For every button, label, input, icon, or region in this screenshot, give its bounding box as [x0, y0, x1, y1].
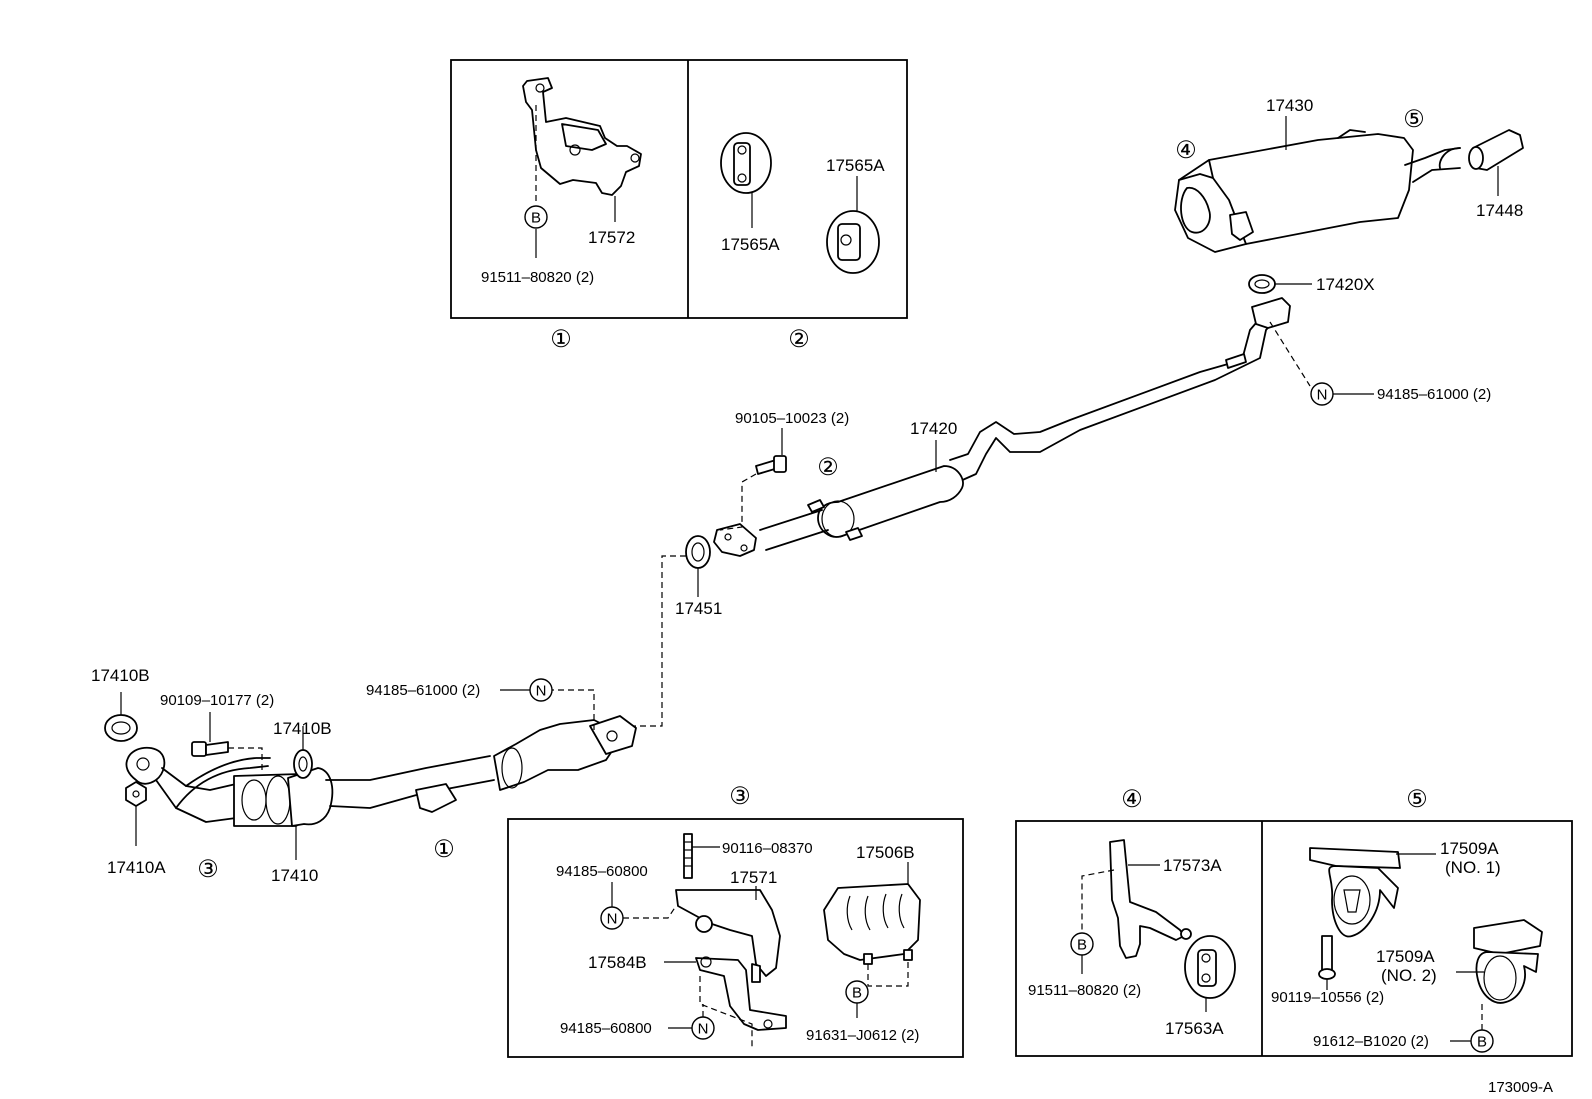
label-17410: 17410: [271, 866, 318, 885]
ref-4-muffler: ④: [1175, 137, 1197, 164]
diagram-code: 173009-A: [1488, 1079, 1553, 1096]
ref-1-box: ①: [550, 326, 572, 353]
heat-insulator-17506b-drawing: [823, 883, 921, 965]
label-90105-10023: 90105–10023 (2): [735, 410, 849, 427]
ref-5-muffler: ⑤: [1403, 106, 1425, 133]
label-17573a: 17573A: [1163, 856, 1222, 875]
ref-1-pipe: ①: [433, 836, 455, 863]
gasket-17420x-drawing: [1248, 274, 1276, 294]
bolt-90109-drawing: [191, 741, 229, 757]
leader-dash-94185-top: [623, 905, 677, 919]
label-17565a-right: 17565A: [826, 156, 885, 175]
label-17430: 17430: [1266, 96, 1313, 115]
leader-dash-n-front: [552, 689, 595, 730]
label-17420: 17420: [910, 419, 957, 438]
label-17509a-no2: 17509A: [1376, 947, 1435, 966]
leader-dash-b4: [1081, 869, 1115, 933]
inset-box-4-5: [1015, 820, 1573, 1057]
b-symbol-box4: B: [1070, 932, 1094, 956]
leader-dash-17584b: [699, 976, 753, 1050]
label-17509a-no1: 17509A: [1440, 839, 1499, 858]
gasket-17410b-b-drawing: [293, 749, 313, 779]
label-90119-10556: 90119–10556 (2): [1271, 989, 1384, 1006]
n-symbol-front: N: [529, 678, 553, 702]
label-17506b: 17506B: [856, 843, 915, 862]
ref-4-box: ④: [1121, 786, 1143, 813]
leader-dash-17506b: [867, 960, 909, 987]
label-17410b-b: 17410B: [273, 719, 332, 738]
bolt-90119-drawing: [1318, 935, 1336, 980]
n-symbol-text: N: [1317, 387, 1328, 404]
nut-17410a-drawing: [125, 781, 147, 807]
label-17565a-left: 17565A: [721, 235, 780, 254]
inset-box-1-2: [450, 59, 908, 319]
label-17410a: 17410A: [107, 858, 166, 877]
label-91511-80820-box1: 91511–80820 (2): [481, 269, 594, 286]
b-symbol-text: B: [852, 985, 862, 1002]
label-17420x: 17420X: [1316, 275, 1375, 294]
label-17572: 17572: [588, 228, 635, 247]
label-91631-j0612: 91631–J0612 (2): [806, 1027, 919, 1044]
front-pipe-17410-drawing: [125, 715, 637, 827]
label-91612-b1020: 91612–B1020 (2): [1313, 1033, 1429, 1050]
tail-tip-17448-drawing: [1468, 129, 1524, 171]
n-symbol-text: N: [536, 683, 547, 700]
label-17448: 17448: [1476, 201, 1523, 220]
ref-3-pipe: ③: [197, 856, 219, 883]
bracket-17573a-drawing: [1109, 839, 1192, 959]
muffler-17430-drawing: [1174, 129, 1461, 253]
b-symbol-text: B: [1477, 1034, 1487, 1051]
ref-5-box: ⑤: [1406, 786, 1428, 813]
mount-17509a-no1-drawing: [1309, 847, 1401, 938]
label-94185-60800-top: 94185–60800: [556, 863, 648, 880]
ref-2-pipe: ②: [817, 454, 839, 481]
leader-dash-90105: [719, 473, 757, 531]
label-94185-60800-bottom: 94185–60800: [560, 1020, 652, 1037]
hanger-17563a-drawing: [1184, 935, 1236, 999]
bracket-17572-drawing: [522, 77, 642, 196]
n-symbol-text: N: [607, 911, 618, 928]
label-17451: 17451: [675, 599, 722, 618]
leader-dash-90109: [228, 747, 263, 770]
label-94185-61000-rear: 94185–61000 (2): [1377, 386, 1491, 403]
label-91511-80820-box4: 91511–80820 (2): [1028, 982, 1141, 999]
label-no1: (NO. 1): [1445, 858, 1501, 877]
mount-17509a-no2-drawing: [1473, 919, 1543, 1004]
gasket-17451-drawing: [685, 535, 711, 569]
n-symbol-rear: N: [1310, 382, 1334, 406]
b-symbol-text: B: [1077, 937, 1087, 954]
hanger-17565a-left-drawing: [720, 132, 772, 194]
label-17571: 17571: [730, 868, 777, 887]
label-17410b-a: 17410B: [91, 666, 150, 685]
leader-dash-17451: [630, 555, 686, 727]
ref-2-box: ②: [788, 326, 810, 353]
b-symbol-box5: B: [1470, 1029, 1494, 1053]
stud-90116-drawing: [683, 833, 693, 879]
label-no2: (NO. 2): [1381, 966, 1437, 985]
b-symbol-box1: B: [524, 205, 548, 229]
inset-box-3: [507, 818, 964, 1058]
label-17584b: 17584B: [588, 953, 647, 972]
label-90116-08370: 90116–08370: [722, 840, 813, 857]
hanger-17565a-right-drawing: [826, 210, 880, 274]
bracket-17571-drawing: [675, 889, 781, 983]
b-symbol-text: B: [531, 210, 541, 227]
n-symbol-box3-top: N: [600, 906, 624, 930]
bolt-90105-drawing: [755, 455, 787, 475]
b-symbol-box3: B: [845, 980, 869, 1004]
label-90109-10177: 90109–10177 (2): [160, 692, 274, 709]
n-symbol-text: N: [698, 1021, 709, 1038]
label-17563a: 17563A: [1165, 1019, 1224, 1038]
n-symbol-box3-bottom: N: [691, 1016, 715, 1040]
center-pipe-17420-drawing: [713, 297, 1291, 557]
gasket-17410b-a-drawing: [104, 714, 138, 742]
ref-3-box: ③: [729, 783, 751, 810]
label-94185-61000-front: 94185–61000 (2): [366, 682, 480, 699]
leader-dash-n-rear: [1269, 321, 1311, 387]
bracket-17584b-drawing: [695, 956, 787, 1031]
